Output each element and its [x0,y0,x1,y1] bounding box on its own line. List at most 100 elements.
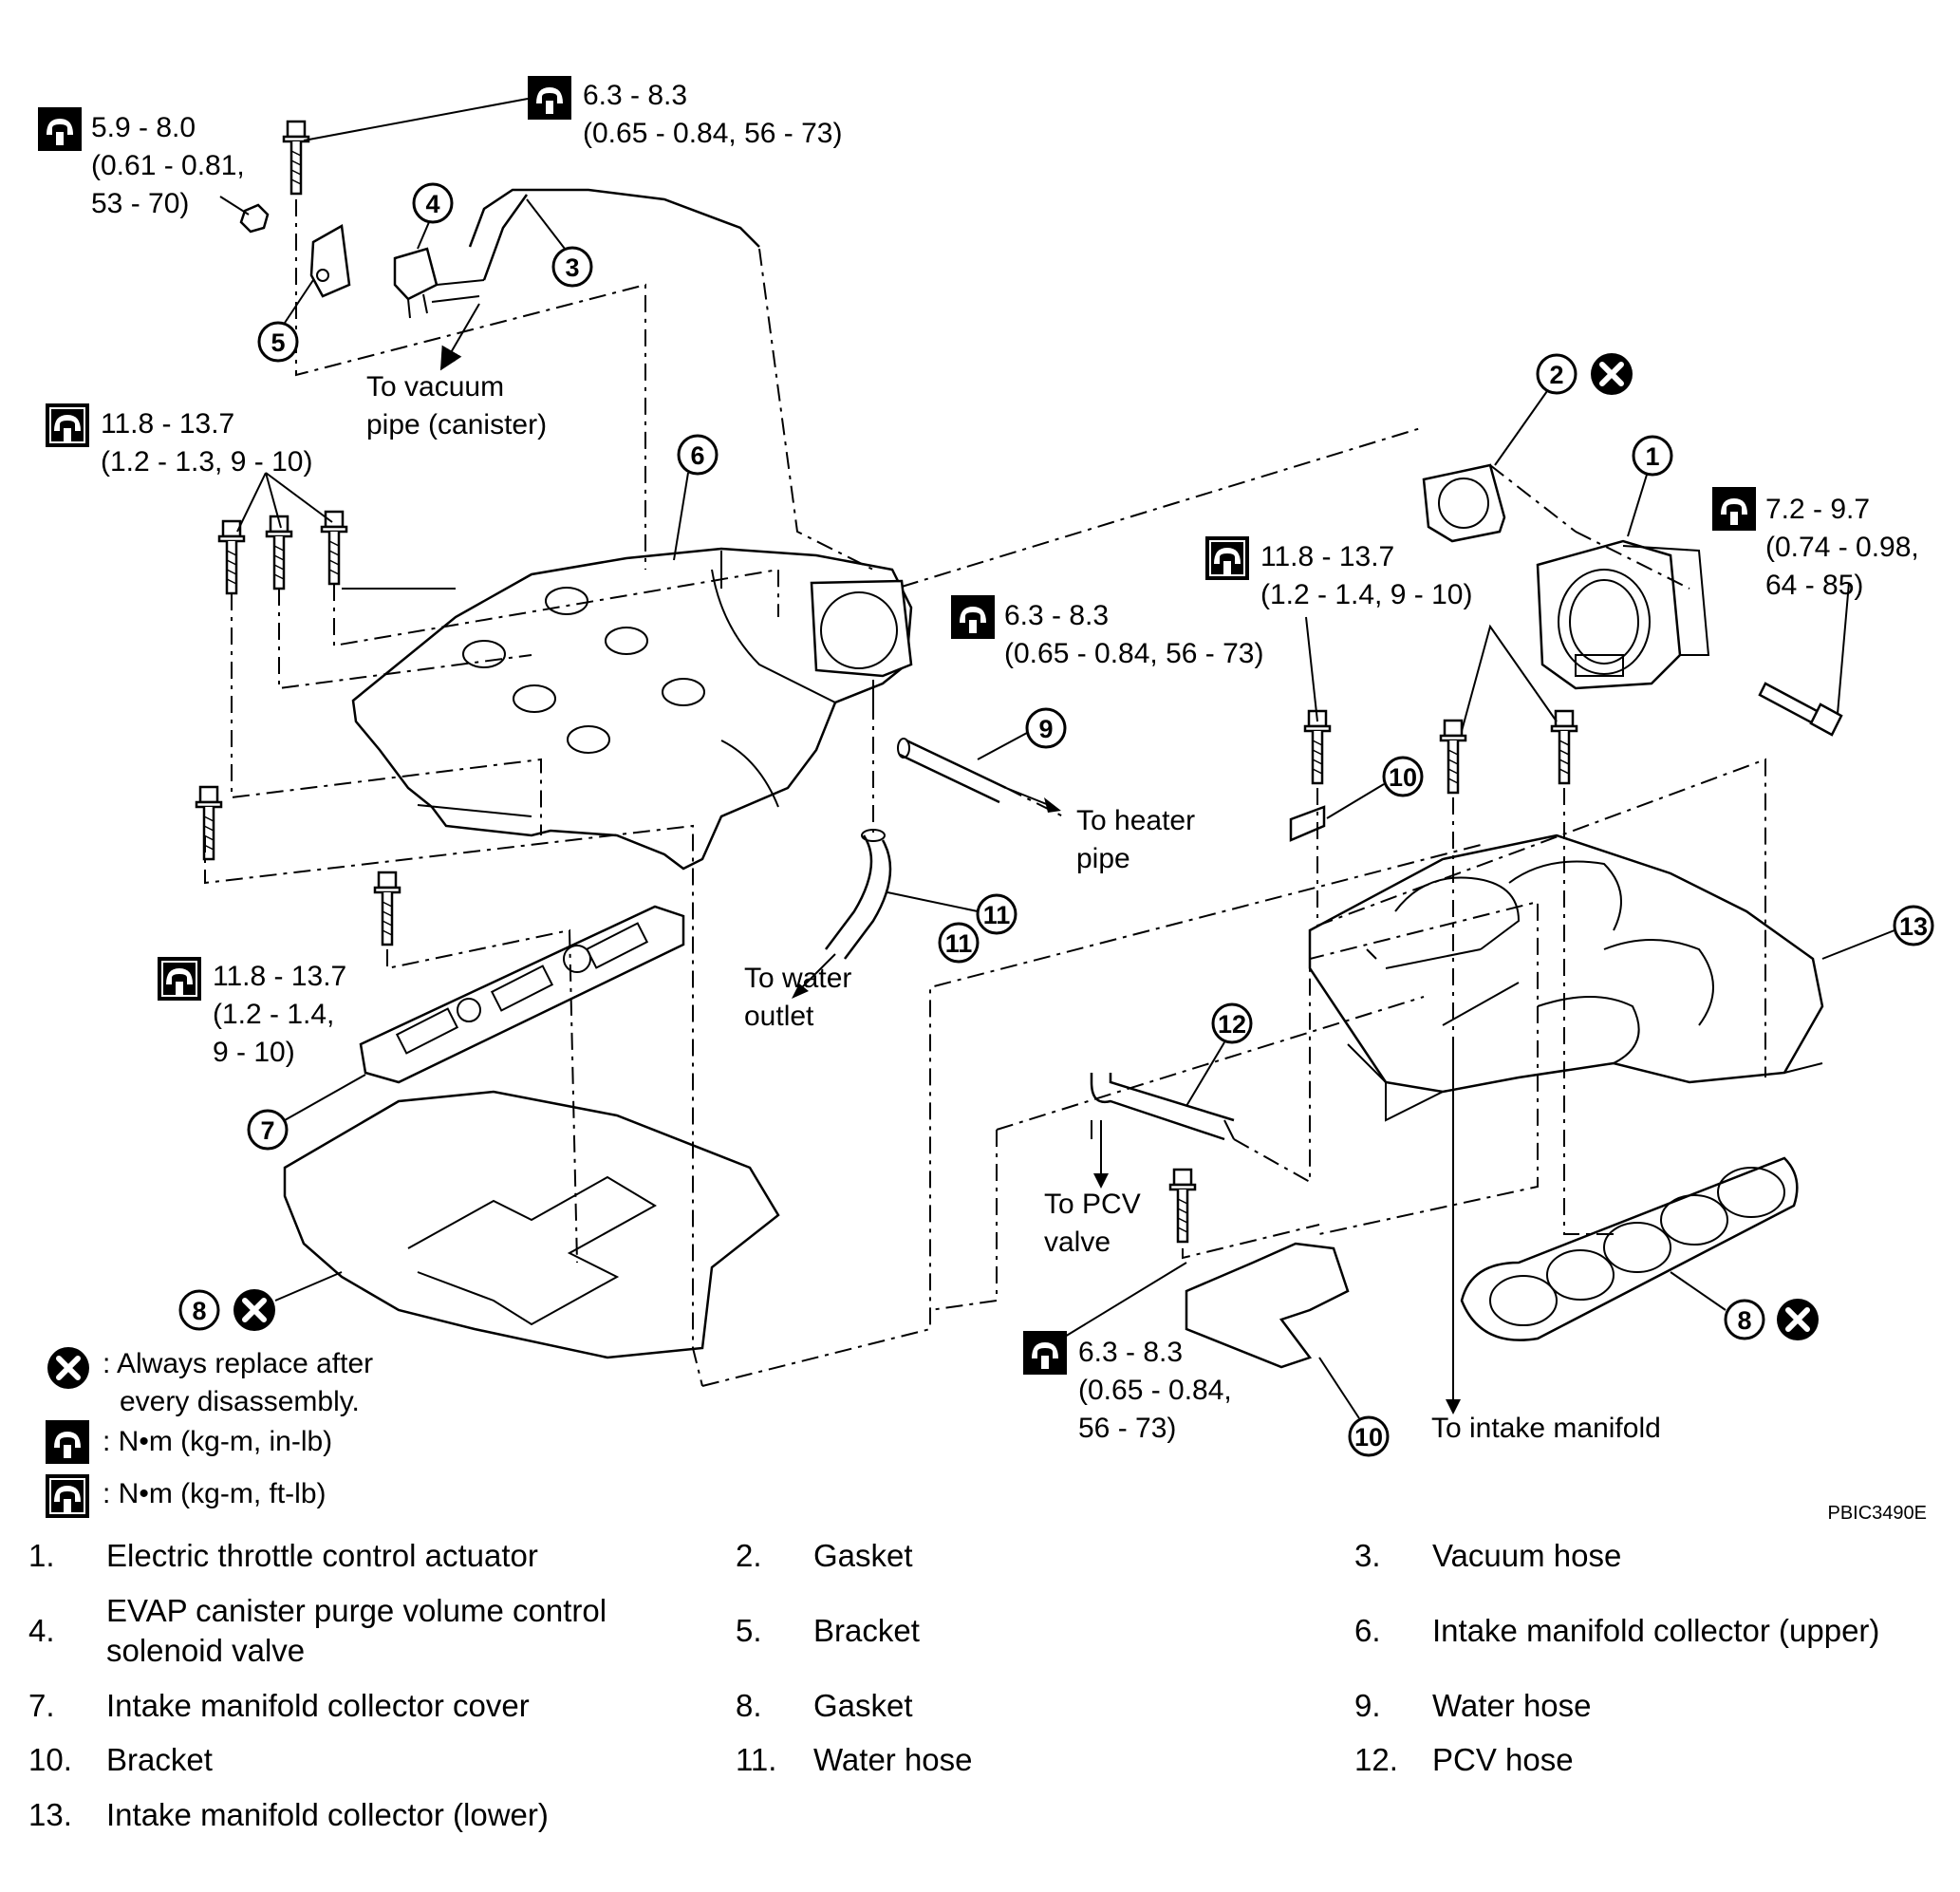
legend-number: 10. [28,1742,72,1777]
key-in-lb-text: : N•m (kg-m, in-lb) [103,1426,332,1457]
legend-number: 4. [28,1613,55,1648]
intake-manifold-collector-lower [1308,834,1824,1122]
bracket-upper-10 [1289,805,1326,842]
bolt [1168,1168,1197,1244]
always-replace-icon [47,1347,89,1389]
torque-value: 6.3 - 8.3 [1004,600,1109,631]
annotation-to-pcv-valve: To PCV [1044,1189,1141,1220]
symbol-key: : Always replace after every disassembly… [45,1347,373,1519]
torque-value: 6.3 - 8.3 [583,80,687,111]
key-replace-text-2: every disassembly. [120,1386,360,1417]
torque-value-metric: (1.2 - 1.4, 9 - 10) [1260,579,1472,610]
parts-legend: 1. Electric throttle control actuator 2.… [28,1528,1936,1889]
callout-13: 13 [1821,905,1934,960]
svg-text:10: 10 [1389,763,1417,792]
legend-item: 12. PCV hose [1354,1740,1574,1780]
callout-11: 11 11 [887,891,1017,964]
callout-7: 7 [247,1074,366,1151]
torque-value: 11.8 - 13.7 [213,961,346,992]
key-ft-lb-text: : N•m (kg-m, ft-lb) [103,1478,327,1509]
key-replace-text: : Always replace after [103,1348,373,1379]
torque-ft-lb-icon [157,956,202,1002]
legend-text: Intake manifold collector cover [106,1688,530,1723]
callout-3: 3 [526,198,593,288]
bolt [217,519,246,595]
svg-text:3: 3 [565,253,579,282]
callout-8-right: 8 [1670,1271,1819,1340]
legend-text: Gasket [813,1688,913,1723]
torque-spec-t1: 5.9 - 8.0 (0.61 - 0.81, 53 - 70) [38,107,245,219]
legend-number: 3. [1354,1538,1381,1573]
annotation-to-heater-pipe: To heater [1076,805,1195,836]
torque-value-metric: (0.61 - 0.81, [91,150,245,181]
svg-text:9: 9 [1038,715,1053,743]
legend-item: 7. Intake manifold collector cover [28,1686,530,1726]
torque-value: 5.9 - 8.0 [91,112,196,143]
callout-4: 4 [412,182,454,250]
bolt [1550,709,1578,785]
callout-10-upper: 10 [1326,756,1424,819]
svg-text:8: 8 [192,1297,206,1325]
torque-spec-t5: 6.3 - 8.3 (0.65 - 0.84, 56 - 73) [951,595,1264,669]
torque-spec-t3: 11.8 - 13.7 (1.2 - 1.3, 9 - 10) [45,403,312,478]
svg-text:11: 11 [983,901,1011,929]
legend-text: Water hose [1432,1688,1592,1723]
electric-throttle-control-actuator [1536,539,1710,690]
gasket-right [1460,1156,1799,1341]
torque-value-metric: (0.65 - 0.84, 56 - 73) [583,118,843,149]
legend-text: Intake manifold collector (lower) [106,1797,549,1832]
legend-number: 6. [1354,1613,1381,1648]
svg-text:13: 13 [1899,912,1928,941]
legend-item: 3. Vacuum hose [1354,1536,1621,1576]
legend-text: Intake manifold collector (upper) [1432,1613,1880,1648]
annotation-to-heater-pipe-2: pipe [1076,843,1130,874]
bracket-lower-10 [1185,1242,1350,1369]
legend-text: EVAP canister purge volume control solen… [106,1593,607,1668]
torque-spec-t7: 7.2 - 9.7 (0.74 - 0.98, 64 - 85) [1712,487,1919,601]
legend-item: 1. Electric throttle control actuator [28,1536,538,1576]
torque-value-imperial: 9 - 10) [213,1037,295,1068]
svg-text:6: 6 [690,441,704,470]
bolt [265,515,293,590]
torque-value-metric: (0.74 - 0.98, [1765,532,1919,563]
annotation-to-vacuum-pipe-2: pipe (canister) [366,409,547,440]
svg-text:10: 10 [1354,1423,1383,1452]
svg-text:8: 8 [1737,1306,1751,1335]
legend-text: Gasket [813,1538,913,1573]
legend-item: 5. Bracket [736,1611,920,1651]
torque-ft-lb-icon [1204,535,1250,581]
svg-text:12: 12 [1218,1010,1246,1039]
torque-spec-t2: 6.3 - 8.3 (0.65 - 0.84, 56 - 73) [528,76,843,149]
legend-text: Bracket [106,1742,213,1777]
torque-spec-t8: 6.3 - 8.3 (0.65 - 0.84, 56 - 73) [1023,1331,1232,1444]
torque-spec-t4: 11.8 - 13.7 (1.2 - 1.4, 9 - 10) [157,956,346,1068]
callout-6: 6 [673,434,719,561]
legend-number: 12. [1354,1742,1398,1777]
always-replace-icon [233,1289,275,1331]
bracket-solenoid [309,223,351,298]
evap-canister-purge-solenoid-valve [393,247,439,319]
torque-value-metric: (0.65 - 0.84, 56 - 73) [1004,638,1264,669]
legend-item: 13. Intake manifold collector (lower) [28,1795,549,1835]
legend-text: Bracket [813,1613,920,1648]
torque-in-lb-icon [951,595,995,639]
torque-spec-t6: 11.8 - 13.7 (1.2 - 1.4, 9 - 10) [1204,535,1472,610]
torque-in-lb-icon [1712,487,1756,531]
callout-9: 9 [977,707,1067,760]
legend-number: 11. [736,1742,777,1777]
legend-item: 2. Gasket [736,1536,913,1576]
pcv-hose [1090,1073,1235,1141]
torque-value: 6.3 - 8.3 [1078,1337,1183,1368]
svg-text:2: 2 [1549,361,1563,389]
torque-value-metric: (1.2 - 1.4, [213,999,334,1030]
annotation-to-vacuum-pipe: To vacuum [366,371,504,403]
torque-value: 11.8 - 13.7 [1260,541,1394,572]
bolt [1303,709,1332,785]
exploded-view-diagram: 5.9 - 8.0 (0.61 - 0.81, 53 - 70) 6.3 - 8… [38,76,1934,1519]
vacuum-hose [431,188,760,303]
legend-number: 5. [736,1613,762,1648]
torque-in-lb-icon [46,1420,89,1464]
bolt [320,510,348,586]
callout-5: 5 [257,279,314,363]
legend-item: 8. Gasket [736,1686,913,1726]
